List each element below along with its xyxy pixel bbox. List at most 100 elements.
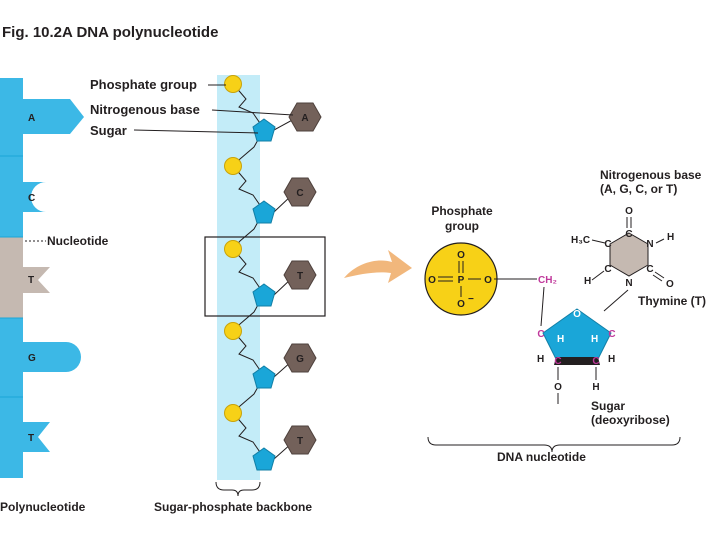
phosphate-dot bbox=[224, 322, 242, 340]
strand-segment bbox=[0, 318, 23, 342]
thymine-atom: H bbox=[584, 276, 591, 287]
sugar-heading-line2: (deoxyribose) bbox=[591, 413, 670, 427]
sugar-atom: H bbox=[557, 334, 564, 345]
phosphate-dots bbox=[224, 75, 242, 422]
base-hexagon-t bbox=[283, 425, 317, 455]
glycosidic-bond bbox=[603, 289, 629, 312]
strand-segment bbox=[0, 156, 23, 182]
polynucleotide-strand: A C T G T bbox=[0, 78, 84, 478]
ring-front-edge bbox=[554, 357, 600, 365]
thymine-atom: N bbox=[646, 239, 653, 250]
sugar-pentagons bbox=[252, 118, 276, 471]
backbone-base-label: G bbox=[296, 354, 304, 365]
thymine-ring bbox=[609, 232, 649, 277]
sugar-atom: H bbox=[608, 354, 615, 365]
backbone-base-label: C bbox=[296, 188, 303, 199]
base-hexagons: A C T G T bbox=[283, 102, 322, 455]
strand-base-label: C bbox=[28, 193, 35, 204]
thymine-atom: O bbox=[625, 206, 633, 217]
backbone-base-label: T bbox=[297, 436, 303, 447]
backbone-bracket bbox=[215, 481, 261, 497]
figure-title: Fig. 10.2A DNA polynucleotide bbox=[2, 24, 218, 41]
sugar-atom: CH₂ bbox=[538, 275, 557, 286]
phosphate-dot bbox=[224, 75, 242, 93]
strand-base-label: T bbox=[28, 275, 34, 286]
sugar-pentagon bbox=[252, 200, 276, 224]
phosphate-group-heading-line2: group bbox=[445, 219, 479, 233]
phosphate-group-heading-line1: Phosphate bbox=[431, 204, 493, 218]
sugar-label: Sugar bbox=[90, 123, 127, 138]
base-hexagon-a bbox=[288, 102, 322, 132]
phosphate-atom: O bbox=[428, 275, 436, 286]
phosphate-atom: O bbox=[484, 275, 492, 286]
thymine-bond bbox=[591, 239, 606, 244]
sugar-bond bbox=[540, 286, 545, 327]
phosphate-atom: O bbox=[457, 299, 465, 310]
strand-base-label: G bbox=[28, 353, 36, 364]
nucleotide-highlight-box bbox=[204, 236, 326, 317]
thymine-atom: H₃C bbox=[571, 235, 590, 246]
nitrogenous-base-heading-line2: (A, G, C, or T) bbox=[600, 182, 677, 196]
backbone-base-label: T bbox=[297, 271, 303, 282]
thymine-bond bbox=[655, 238, 665, 244]
nucleotide-segment bbox=[0, 237, 23, 267]
sugar-pentagon bbox=[252, 118, 276, 142]
base-hexagon-t bbox=[283, 260, 317, 290]
nitrogenous-base-label: Nitrogenous base bbox=[90, 102, 200, 117]
phosphate-dot bbox=[224, 157, 242, 175]
thymine-label: Thymine (T) bbox=[638, 294, 706, 308]
nitrogenous-base-heading-line1: Nitrogenous base bbox=[600, 168, 702, 182]
sugar-pentagon bbox=[252, 447, 276, 471]
dna-nucleotide-label: DNA nucleotide bbox=[497, 450, 586, 464]
sugar-atom: O bbox=[573, 309, 581, 320]
thymine-atom: C bbox=[604, 239, 611, 250]
base-c-shape bbox=[0, 182, 46, 212]
base-t-shape bbox=[0, 267, 50, 293]
thymine-atom: O bbox=[666, 279, 674, 290]
sugar-atom: H bbox=[591, 334, 598, 345]
sugar-atom: H bbox=[592, 382, 599, 393]
sugar-atom: C bbox=[608, 329, 615, 340]
dna-nucleotide-bracket bbox=[427, 436, 681, 453]
thymine-atom: H bbox=[667, 232, 674, 243]
thymine-atom: C bbox=[625, 229, 632, 240]
thymine-atom: N bbox=[625, 278, 632, 289]
strand-segment bbox=[0, 452, 23, 478]
sugar-pentagon bbox=[252, 365, 276, 389]
phosphate-dot bbox=[224, 240, 242, 258]
sugar-atom: C bbox=[537, 329, 544, 340]
strand-base-label: A bbox=[28, 113, 35, 124]
thymine-double-bond bbox=[654, 271, 665, 279]
sugar-atom: C bbox=[592, 356, 599, 367]
phosphate-dot bbox=[224, 404, 242, 422]
base-hexagon-c bbox=[283, 177, 317, 207]
sugar-atom: H bbox=[537, 354, 544, 365]
base-g-shape bbox=[0, 342, 81, 372]
thymine-atom: C bbox=[646, 264, 653, 275]
nucleotide-segment bbox=[0, 293, 23, 318]
backbone-base-label: A bbox=[301, 113, 308, 124]
polynucleotide-label: Polynucleotide bbox=[0, 500, 86, 514]
phosphate-charge: − bbox=[468, 294, 474, 305]
thymine-atom: C bbox=[604, 264, 611, 275]
sugar-heading-line1: Sugar bbox=[591, 399, 625, 413]
sugar-atom: O bbox=[554, 382, 562, 393]
sugar-pentagon bbox=[252, 283, 276, 307]
nucleotide-label: Nucleotide bbox=[47, 234, 109, 248]
sugar-leader-line bbox=[133, 129, 259, 134]
arrow-icon bbox=[344, 250, 412, 283]
base-hexagon-g bbox=[283, 343, 317, 373]
base-t-shape bbox=[0, 422, 50, 452]
phosphate-atom: O bbox=[457, 250, 465, 261]
strand-segment bbox=[0, 212, 23, 237]
thymine-double-bond bbox=[652, 274, 663, 282]
thymine-bond bbox=[591, 270, 605, 281]
sugar-atom: C bbox=[554, 356, 561, 367]
phosphate-atom: P bbox=[458, 275, 465, 286]
nitrogenous-base-leader-line bbox=[211, 109, 294, 116]
strand-segment bbox=[0, 134, 23, 156]
backbone-label: Sugar-phosphate backbone bbox=[154, 500, 312, 514]
strand-base-label: T bbox=[28, 433, 34, 444]
base-a-shape bbox=[0, 99, 84, 134]
phosphate-group-label: Phosphate group bbox=[90, 77, 197, 92]
